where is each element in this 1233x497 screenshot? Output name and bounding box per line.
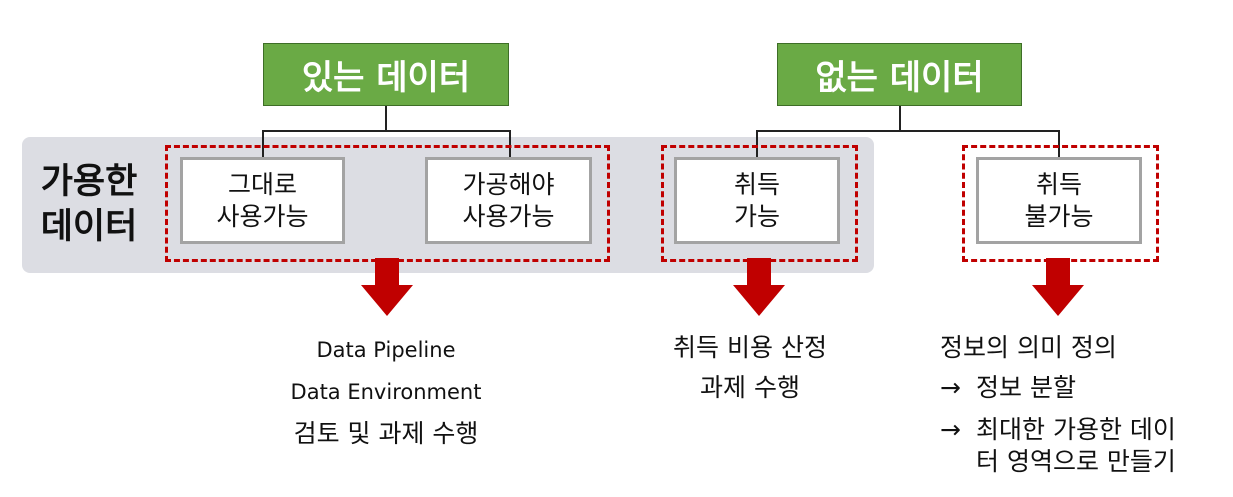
header-missing-data: 없는 데이터 [777, 43, 1022, 106]
result-line: 검토 및 과제 수행 [293, 419, 479, 448]
box-obtainable: 취득 가능 [674, 157, 840, 244]
result-obtainable: 취득 비용 산정 과제 수행 [630, 328, 870, 408]
available-data-label-line2: 데이터 [40, 207, 138, 247]
result-existing-data: Data Pipeline Data Environment 검토 및 과제 수… [236, 330, 536, 454]
box-line1: 취득 [1035, 169, 1082, 199]
result-line: 취득 비용 산정 [673, 333, 827, 362]
connector-line [899, 106, 901, 131]
box-unobtainable: 취득 불가능 [976, 157, 1142, 244]
connector-line [262, 130, 510, 132]
box-line1: 그대로 [227, 169, 297, 199]
result-line: 과제 수행 [700, 373, 800, 402]
connector-line [756, 130, 1059, 132]
result-line: 정보의 의미 정의 [940, 333, 1117, 362]
box-usable-after-processing: 가공해야 사용가능 [425, 157, 592, 244]
box-line2: 사용가능 [462, 201, 555, 231]
connector-line [262, 130, 264, 158]
available-data-label-line1: 가용한 [40, 162, 138, 202]
box-usable-as-is: 그대로 사용가능 [180, 157, 345, 244]
down-arrow-icon [1032, 258, 1084, 316]
down-arrow-icon [361, 258, 413, 316]
result-line: 최대한 가용한 데이 [976, 415, 1176, 444]
result-line: Data Pipeline [316, 338, 456, 362]
result-arrow-item: → 최대한 가용한 데이 터 영역으로 만들기 [940, 414, 1230, 478]
connector-line [509, 130, 511, 158]
box-line2: 가능 [733, 201, 780, 231]
box-line1: 취득 [733, 169, 780, 199]
right-arrow-icon: → [940, 415, 961, 444]
available-data-label: 가용한 데이터 [30, 160, 148, 250]
down-arrow-icon [733, 258, 785, 316]
connector-line [756, 130, 758, 158]
connector-line [385, 106, 387, 131]
result-arrow-item: → 정보 분할 [940, 368, 1230, 408]
box-line2: 불가능 [1024, 201, 1094, 231]
box-line2: 사용가능 [216, 201, 309, 231]
header-existing-data: 있는 데이터 [263, 43, 509, 106]
connector-line [1058, 130, 1060, 158]
result-line: 정보 분할 [976, 373, 1076, 402]
box-line1: 가공해야 [462, 169, 555, 199]
right-arrow-icon: → [940, 373, 961, 402]
result-line: Data Environment [290, 380, 482, 404]
result-line: 터 영역으로 만들기 [976, 447, 1176, 476]
result-unobtainable: 정보의 의미 정의 → 정보 분할 → 최대한 가용한 데이 터 영역으로 만들… [940, 328, 1230, 478]
